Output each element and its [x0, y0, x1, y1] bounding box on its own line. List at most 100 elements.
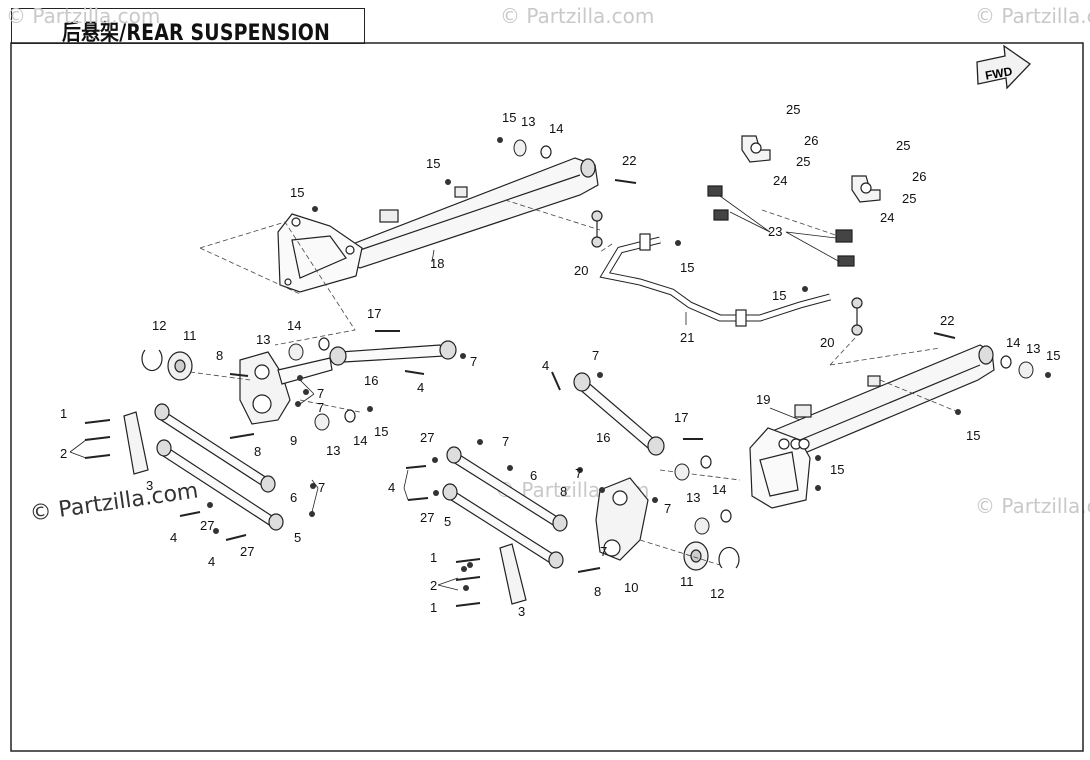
callouts: 15 13 14 15 22 15 18 25 26 25 24 25 26 2…: [60, 102, 1060, 619]
callout: 7: [470, 354, 477, 369]
callout: 15: [680, 260, 694, 275]
callout: 6: [530, 468, 537, 483]
callout: 3: [518, 604, 525, 619]
callout: 20: [574, 263, 588, 278]
bushings: [288, 139, 1034, 535]
snap-ring-right: [718, 546, 740, 569]
toe-link-right: [573, 372, 665, 456]
callout: 14: [712, 482, 726, 497]
callout: 6: [290, 490, 297, 505]
callout: 27: [240, 544, 254, 559]
callout: 15: [1046, 348, 1060, 363]
fasteners: [207, 137, 1051, 591]
callout: 7: [600, 544, 607, 559]
watermark: © Partzilla.com: [975, 4, 1090, 28]
callout: 25: [786, 102, 800, 117]
watermark: © Partzilla.com: [975, 494, 1090, 518]
callout: 15: [830, 462, 844, 477]
callout: 24: [773, 173, 787, 188]
callout: 7: [502, 434, 509, 449]
callout: 2: [430, 578, 437, 593]
callout: 13: [256, 332, 270, 347]
callout: 12: [710, 586, 724, 601]
callout: 7: [318, 480, 325, 495]
callout: 4: [417, 380, 424, 395]
snap-ring-left: [141, 349, 163, 372]
diagram-frame: [10, 42, 1084, 752]
callout: 7: [317, 386, 324, 401]
callout: 7: [664, 501, 671, 516]
title-box: 后悬架/REAR SUSPENSION: [11, 8, 365, 46]
callout: 8: [254, 444, 261, 459]
trailing-arm-left: [277, 157, 599, 293]
stabilizer-bar: [599, 233, 831, 327]
toe-link-left: [329, 340, 457, 366]
callout: 4: [542, 358, 549, 373]
callout: 3: [146, 478, 153, 493]
callout: 15: [502, 110, 516, 125]
callout: 10: [624, 580, 638, 595]
callout: 14: [1006, 335, 1020, 350]
callout: 26: [912, 169, 926, 184]
callout: 7: [592, 348, 599, 363]
callout: 11: [680, 574, 694, 589]
callout: 1: [430, 550, 437, 565]
callout: 14: [549, 121, 563, 136]
callout: 8: [560, 484, 567, 499]
stabilizer-link-right: [851, 297, 863, 336]
callout: 14: [353, 433, 367, 448]
callout: 16: [596, 430, 610, 445]
bracket-left: [123, 411, 149, 475]
callout: 9: [290, 433, 297, 448]
callout: 8: [216, 348, 223, 363]
callout: 27: [420, 430, 434, 445]
callout: 4: [388, 480, 395, 495]
washers: [318, 145, 1012, 523]
knuckle-left: [239, 351, 333, 425]
fwd-label: FWD: [984, 64, 1014, 83]
callout: 13: [686, 490, 700, 505]
clamp-left: [741, 135, 771, 163]
callout: 2: [60, 446, 67, 461]
callout: 20: [820, 335, 834, 350]
callout: 21: [680, 330, 694, 345]
callout: 18: [430, 256, 444, 271]
callout: 15: [374, 424, 388, 439]
fwd-arrow-icon: FWD: [976, 44, 1031, 90]
bolt-shafts: [84, 179, 956, 607]
callout: 13: [326, 443, 340, 458]
callout: 15: [966, 428, 980, 443]
stabilizer-link-left: [591, 210, 603, 248]
callout: 11: [183, 328, 197, 343]
trailing-arm-right: [749, 344, 995, 509]
callout: 15: [772, 288, 786, 303]
callout: 26: [804, 133, 818, 148]
callout: 25: [896, 138, 910, 153]
callout: 15: [426, 156, 440, 171]
callout: 19: [756, 392, 770, 407]
assembly-lines: [189, 199, 959, 566]
knuckle-right: [595, 477, 649, 561]
callout: 1: [60, 406, 67, 421]
bearing-right: [683, 541, 709, 571]
callout: 15: [290, 185, 304, 200]
clamp-right: [851, 175, 881, 203]
callout: 25: [796, 154, 810, 169]
watermark: © Partzilla.com: [500, 4, 655, 28]
callout: 17: [367, 306, 381, 321]
callout: 4: [170, 530, 177, 545]
lower-arms-left: [154, 403, 284, 531]
callout: 23: [768, 224, 782, 239]
lower-arms-right: [442, 446, 568, 569]
callout: 1: [430, 600, 437, 615]
callout: 13: [1026, 341, 1040, 356]
page-title: 后悬架/REAR SUSPENSION: [62, 21, 331, 46]
callout: 5: [444, 514, 451, 529]
callout: 4: [208, 554, 215, 569]
callout: 12: [152, 318, 166, 333]
leader-lines: [69, 195, 841, 591]
callout: 22: [940, 313, 954, 328]
callout: 14: [287, 318, 301, 333]
